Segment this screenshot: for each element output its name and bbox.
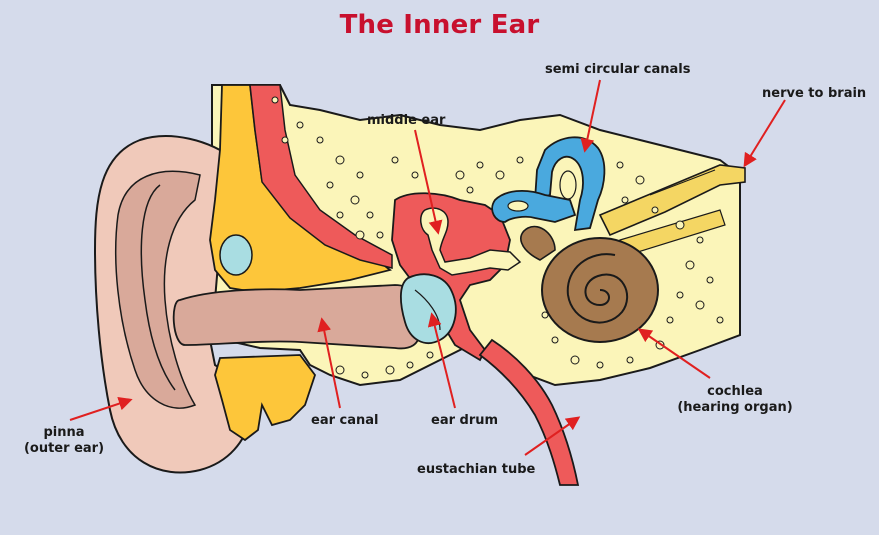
arrow-nerve — [745, 100, 785, 165]
label-ear-canal: ear canal — [311, 413, 379, 429]
label-cochlea-line1: cochlea — [660, 384, 810, 400]
label-middle-ear: middle ear — [367, 113, 445, 129]
label-cochlea-line2: (hearing organ) — [660, 400, 810, 416]
label-eustachian-tube: eustachian tube — [417, 462, 535, 478]
label-cochlea: cochlea (hearing organ) — [660, 384, 810, 416]
label-pinna: pinna (outer ear) — [14, 425, 114, 457]
label-ear-drum: ear drum — [431, 413, 498, 429]
ear-drum — [401, 274, 456, 343]
gland — [220, 235, 252, 275]
ear-canal-shape — [174, 285, 420, 348]
label-pinna-line2: (outer ear) — [14, 441, 114, 457]
label-nerve-to-brain: nerve to brain — [762, 86, 866, 102]
lower-fat-tissue — [215, 355, 315, 440]
label-pinna-line1: pinna — [14, 425, 114, 441]
label-semicircular-canals: semi circular canals — [545, 62, 690, 78]
